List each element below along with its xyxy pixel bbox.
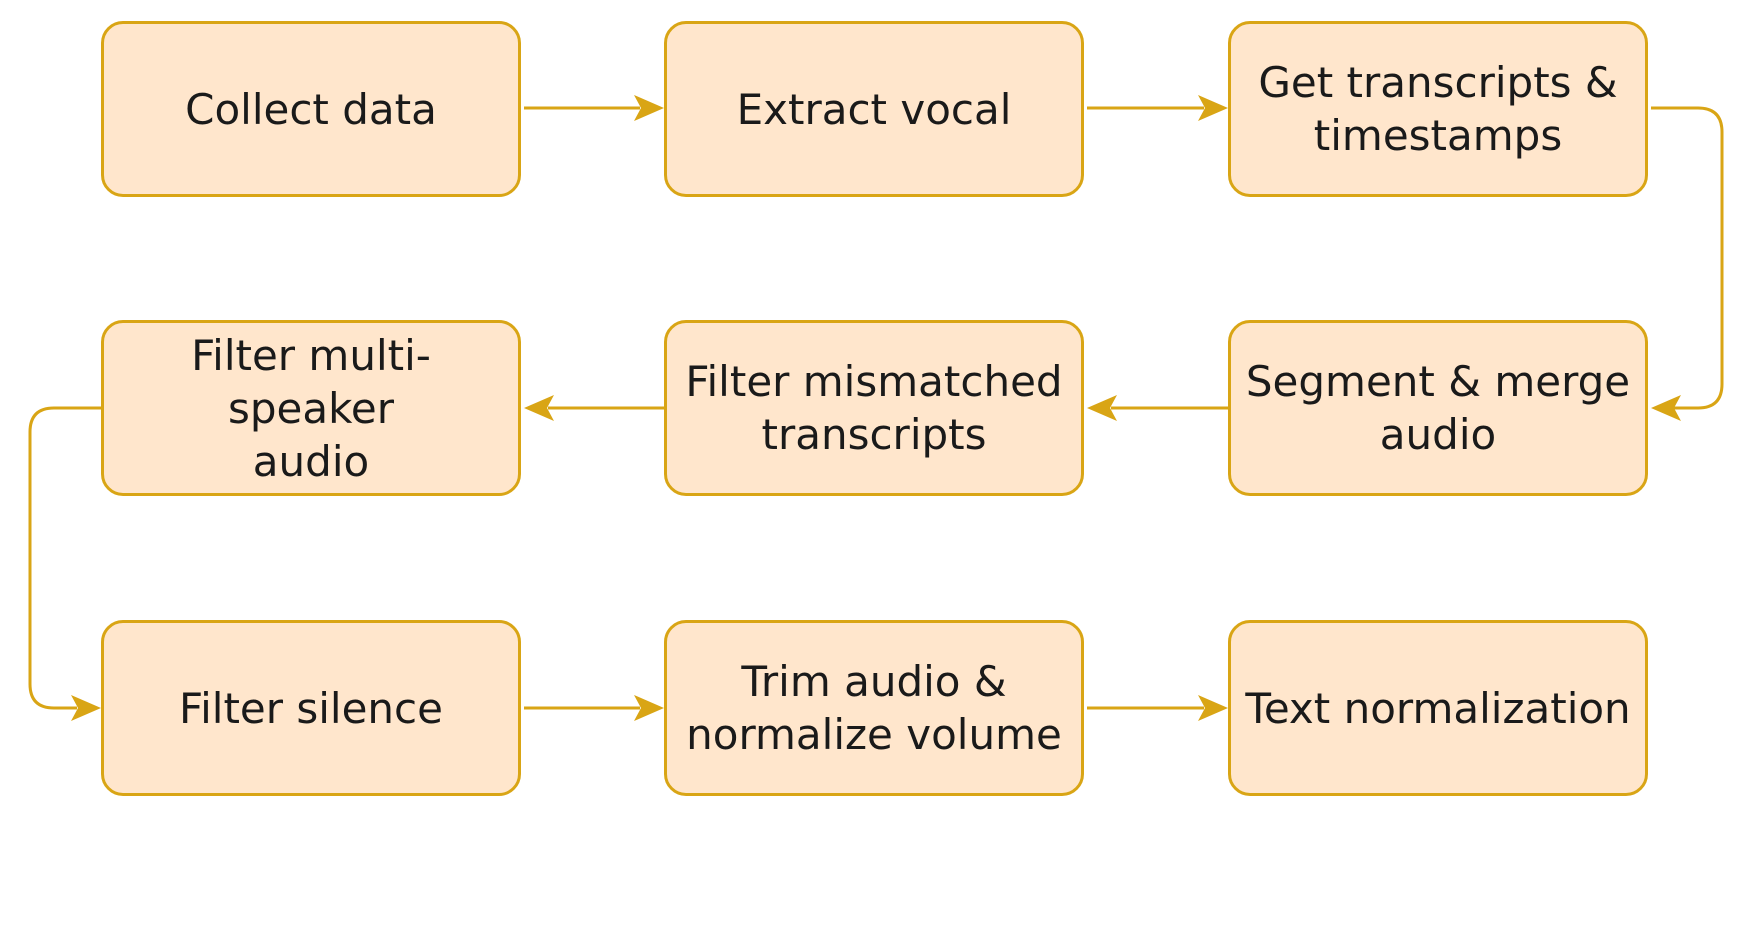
node-label: Get transcripts & timestamps <box>1258 58 1618 160</box>
node-trim-normalize: Trim audio & normalize volume <box>664 620 1084 796</box>
arrowhead-segment-merge <box>1651 395 1681 421</box>
node-label: Collect data <box>185 84 437 134</box>
node-label: Filter multi- speaker audio <box>191 330 431 486</box>
node-filter-silence: Filter silence <box>101 620 521 796</box>
edge-transcripts-to-segment <box>1651 106 1724 410</box>
node-label: Filter mismatched transcripts <box>685 357 1063 459</box>
node-get-transcripts: Get transcripts & timestamps <box>1228 21 1648 197</box>
node-filter-mismatched: Filter mismatched transcripts <box>664 320 1084 496</box>
edge-multispeaker-to-silence <box>28 406 101 710</box>
arrowhead-filter-multi-speaker <box>524 395 554 421</box>
node-segment-merge: Segment & merge audio <box>1228 320 1648 496</box>
node-filter-multi-speaker: Filter multi- speaker audio <box>101 320 521 496</box>
node-label: Trim audio & normalize volume <box>686 657 1062 759</box>
node-label: Segment & merge audio <box>1245 357 1631 459</box>
node-extract-vocal: Extract vocal <box>664 21 1084 197</box>
node-collect-data: Collect data <box>101 21 521 197</box>
arrowhead-filter-silence <box>71 695 101 721</box>
arrowhead-filter-mismatched <box>1087 395 1117 421</box>
node-label: Extract vocal <box>736 84 1012 134</box>
node-label: Filter silence <box>179 683 443 733</box>
node-label: Text normalization <box>1245 683 1631 733</box>
arrowhead-extract-vocal <box>634 95 664 121</box>
node-text-normalization: Text normalization <box>1228 620 1648 796</box>
arrowhead-text-normalization <box>1198 695 1228 721</box>
arrowhead-trim-normalize <box>634 695 664 721</box>
arrowhead-get-transcripts <box>1198 95 1228 121</box>
